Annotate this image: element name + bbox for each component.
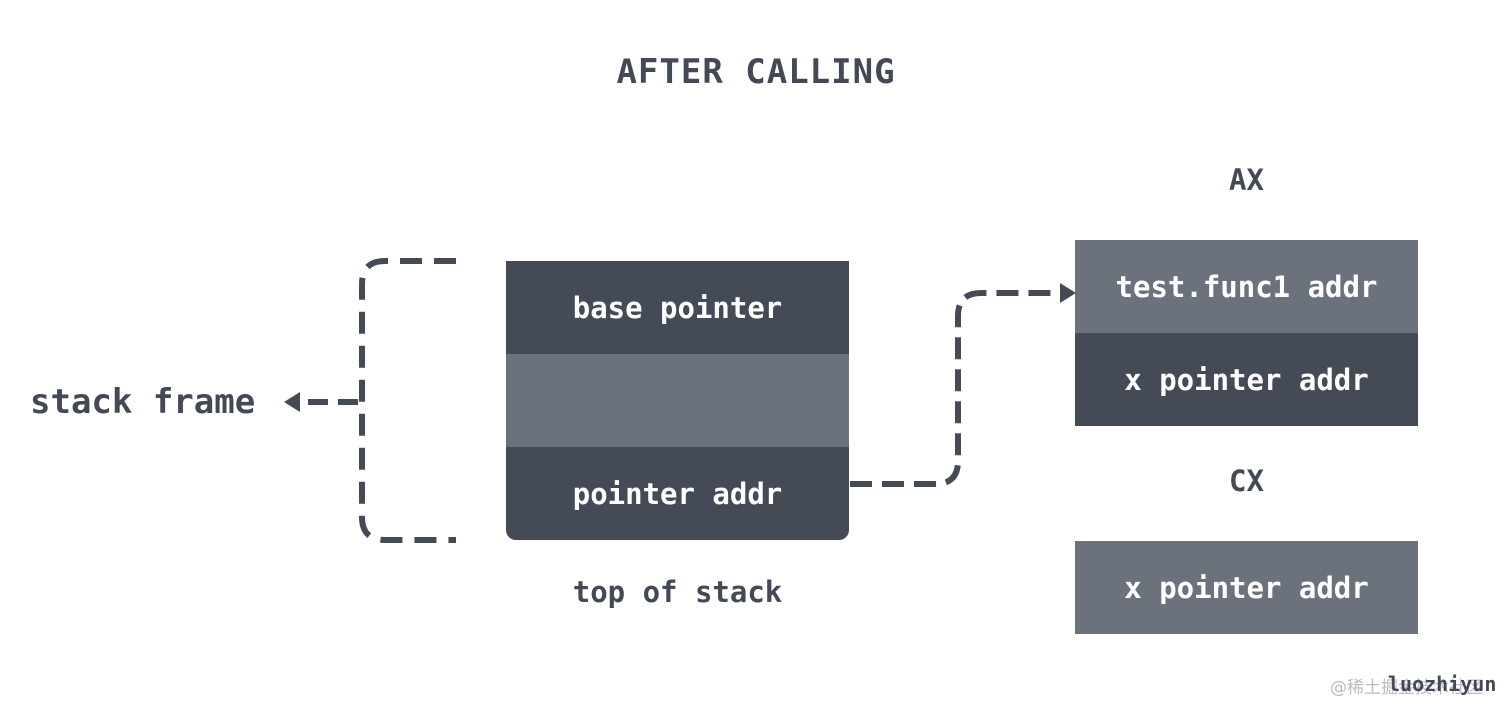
- stack-cell-pointer-addr: pointer addr: [506, 447, 849, 540]
- cx-register-label: CX: [1229, 464, 1264, 498]
- author-signature: luozhiyun: [1388, 672, 1497, 696]
- cx-register-block: x pointer addr: [1075, 541, 1418, 634]
- ax-register-label: AX: [1229, 163, 1264, 197]
- stack-block: base pointer pointer addr: [506, 261, 849, 540]
- stack-cell-base-pointer: base pointer: [506, 261, 849, 354]
- pointer-to-ax-line: [850, 290, 1060, 487]
- stack-frame-bracket: [359, 258, 456, 543]
- stack-cell-empty: [506, 354, 849, 447]
- cx-cell-x-pointer: x pointer addr: [1075, 541, 1418, 634]
- pointer-to-ax-arrowhead: [1060, 283, 1076, 303]
- ax-cell-func-addr: test.func1 addr: [1075, 240, 1418, 333]
- watermark: @稀土掘金技术社区: [1330, 678, 1483, 698]
- ax-cell-x-pointer: x pointer addr: [1075, 333, 1418, 426]
- diagram-title: AFTER CALLING: [616, 52, 896, 92]
- ax-register-block: test.func1 addr x pointer addr: [1075, 240, 1418, 426]
- stack-frame-arrowhead: [284, 392, 300, 412]
- stack-frame-label: stack frame: [30, 382, 256, 422]
- stack-caption: top of stack: [572, 575, 783, 609]
